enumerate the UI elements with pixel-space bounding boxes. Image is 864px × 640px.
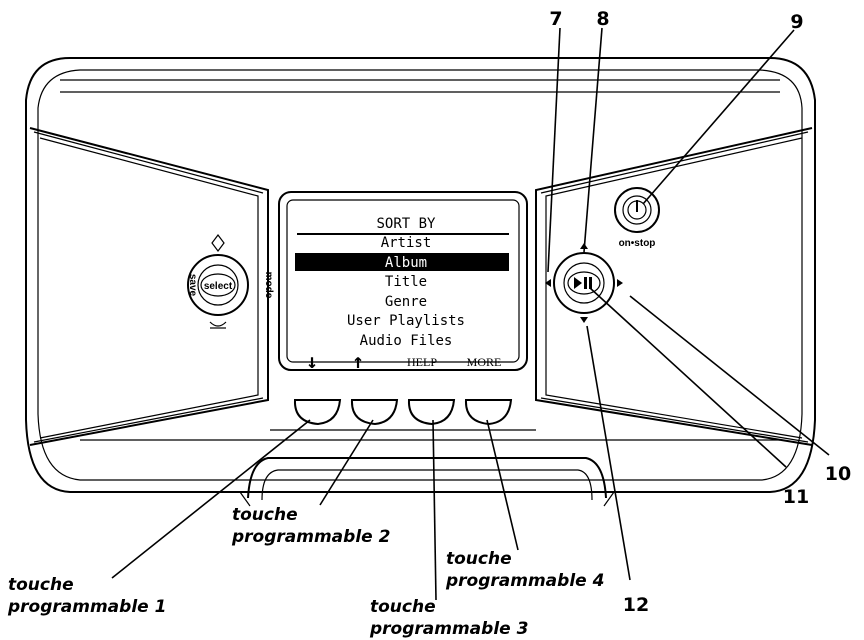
menu-highlight — [295, 253, 509, 271]
softkey-more-label: MORE — [467, 355, 502, 369]
callout-9: 9 — [790, 11, 803, 33]
annotation-softkey-4-line2: programmable 4 — [445, 571, 604, 591]
annotation-softkey-2-line2: programmable 2 — [231, 527, 390, 547]
play-control — [545, 243, 623, 323]
softkey-down-arrow: ↓ — [306, 349, 318, 373]
menu-item-genre[interactable]: Genre — [385, 294, 427, 310]
softkeys — [293, 399, 513, 426]
select-ring[interactable] — [187, 254, 249, 316]
screen-bezel — [278, 191, 528, 371]
menu-item-artist[interactable]: Artist — [381, 235, 432, 251]
softkey-up-arrow: ↑ — [352, 349, 364, 373]
annotation-softkey-3-line2: programmable 3 — [369, 619, 528, 639]
softkey-3[interactable] — [407, 399, 456, 426]
menu-item-user-playlists[interactable]: User Playlists — [347, 313, 465, 329]
arrow-down-icon[interactable] — [580, 317, 588, 323]
mode-label: mode — [263, 272, 274, 299]
menu-item-audio-files[interactable]: Audio Files — [360, 333, 453, 349]
softkey-1[interactable] — [293, 399, 342, 426]
play-icon — [574, 277, 582, 289]
power-label: on•stop — [619, 238, 656, 249]
annotation-softkey-2-line1: touche — [232, 505, 298, 525]
menu-item-album[interactable]: Album — [385, 255, 427, 271]
callout-8: 8 — [596, 8, 609, 30]
lcd-screen: SORT BY Artist Album Title Genre User Pl… — [295, 216, 509, 373]
device-body — [25, 57, 816, 507]
arrow-right-icon[interactable] — [617, 279, 623, 287]
callout-10: 10 — [825, 463, 851, 485]
menu-item-title[interactable]: Title — [385, 274, 427, 290]
softkey-help-label: HELP — [407, 355, 437, 369]
annotation-softkey-1-line1: touche — [8, 575, 74, 595]
return-icon — [209, 321, 227, 327]
callout-12: 12 — [623, 594, 649, 616]
diamond-icon — [211, 234, 225, 252]
select-control: select save mode — [187, 234, 274, 329]
power-control: on•stop — [614, 187, 660, 249]
callout-7: 7 — [549, 8, 562, 30]
callout-11: 11 — [783, 486, 809, 508]
annotation-softkey-3-line1: touche — [370, 597, 436, 617]
pause-icon — [584, 277, 587, 289]
callout-lines — [111, 27, 830, 601]
softkey-2[interactable] — [350, 399, 399, 426]
screen-header: SORT BY — [376, 216, 436, 232]
play-pause-button[interactable] — [567, 271, 601, 295]
arrow-left-icon[interactable] — [545, 279, 551, 287]
select-button[interactable] — [200, 273, 236, 297]
softkey-4[interactable] — [464, 399, 513, 426]
save-label: save — [187, 274, 198, 297]
nav-ring[interactable] — [553, 252, 615, 314]
select-button-label: select — [204, 281, 233, 292]
power-button[interactable] — [614, 187, 660, 233]
annotation-softkey-1-line2: programmable 1 — [7, 597, 166, 617]
annotation-softkey-4-line1: touche — [446, 549, 512, 569]
